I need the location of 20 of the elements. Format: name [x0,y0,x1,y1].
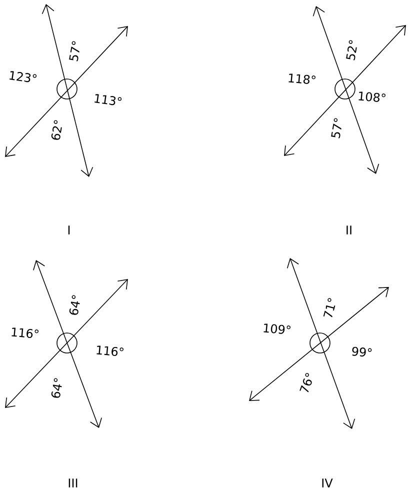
angle-label: 99° [352,346,372,357]
angle-label: 57° [69,41,80,62]
angle-label: 123° [10,71,37,82]
angle-label: 71° [323,298,336,318]
angle-label: 113° [94,94,122,106]
figure-number: I [68,226,70,234]
angle-label: 64° [51,378,62,398]
angle-label: 76° [300,373,312,392]
angle-label: 62° [51,120,62,140]
angle-label: 52° [346,40,357,60]
figure-number: III [68,478,78,488]
angle-label: 116° [96,346,124,356]
angle-label: 116° [12,328,38,338]
figure-number: II [346,226,352,234]
angle-label: 64° [69,295,80,315]
angle-label: 109° [264,324,290,334]
angle-label: 108° [358,92,386,102]
angle-label: 57° [331,118,342,138]
figure-number: IV [322,478,333,488]
angle-label: 118° [288,74,316,84]
